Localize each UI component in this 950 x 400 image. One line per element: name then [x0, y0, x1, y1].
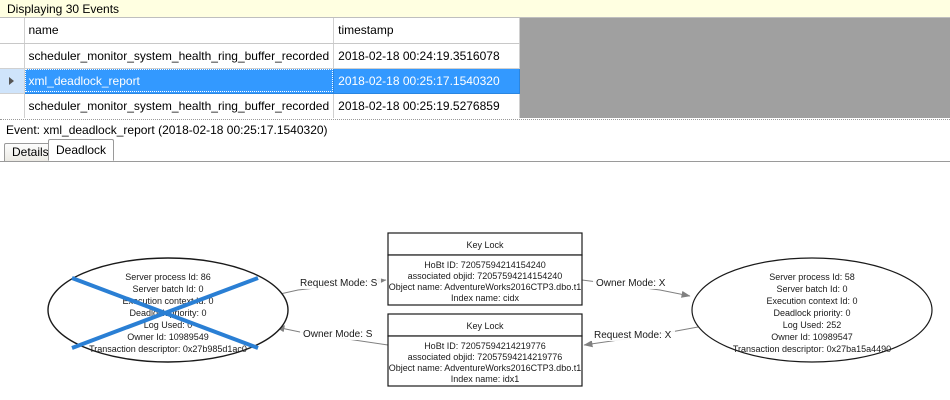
resource-bottom-line-1: associated objid: 72057594214219776 — [408, 352, 563, 362]
process-right-line-5: Owner Id: 10989547 — [771, 332, 853, 342]
process-left-line-1: Server batch Id: 0 — [132, 284, 203, 294]
edge-label-top-owner-text: Owner Mode: X — [596, 278, 666, 289]
edge-label-bottom-request-text: Request Mode: X — [594, 330, 672, 341]
cell-name[interactable]: scheduler_monitor_system_health_ring_buf… — [24, 43, 335, 69]
cell-timestamp[interactable]: 2018-02-18 00:25:17.1540320 — [333, 68, 521, 94]
tab-deadlock[interactable]: Deadlock — [48, 139, 115, 161]
process-node-left[interactable]: Server process Id: 86 Server batch Id: 0… — [47, 257, 289, 363]
process-left-line-4: Log Used: 0 — [144, 320, 193, 330]
edge-label-left-request: Request Mode: S — [297, 276, 381, 289]
resource-bottom-line-0: HoBt ID: 72057594214219776 — [424, 341, 546, 351]
resource-bottom-title: Key Lock — [466, 321, 504, 331]
events-grid[interactable]: name timestamp scheduler_monitor_system_… — [0, 18, 521, 118]
edge-label-top-owner: Owner Mode: X — [593, 276, 673, 289]
row-select-arrow-icon — [9, 77, 15, 86]
cell-name[interactable]: scheduler_monitor_system_health_ring_buf… — [24, 93, 335, 118]
table-row-selected[interactable]: xml_deadlock_report 2018-02-18 00:25:17.… — [0, 68, 521, 94]
column-header-timestamp[interactable]: timestamp — [333, 18, 521, 44]
edge-label-bottom-owner-text: Owner Mode: S — [303, 329, 373, 340]
event-detail-caption: Event: xml_deadlock_report (2018-02-18 0… — [0, 119, 950, 139]
process-right-line-3: Deadlock priority: 0 — [773, 308, 850, 318]
process-node-right-ellipse[interactable] — [691, 257, 933, 363]
row-selector-cell[interactable] — [0, 43, 25, 69]
column-header-name[interactable]: name — [24, 18, 335, 44]
row-selector-cell[interactable] — [0, 68, 25, 94]
process-left-line-6: Transaction descriptor: 0x27b985d1ac0 — [89, 344, 247, 354]
events-grid-header: name timestamp — [0, 18, 521, 44]
cell-name[interactable]: xml_deadlock_report — [24, 68, 335, 94]
resource-node-top[interactable]: Key Lock HoBt ID: 72057594214154240 asso… — [387, 232, 583, 306]
process-right-line-4: Log Used: 252 — [783, 320, 842, 330]
process-left-line-5: Owner Id: 10989549 — [127, 332, 209, 342]
resource-top-line-0: HoBt ID: 72057594214154240 — [424, 260, 546, 270]
process-left-line-2: Execution context Id: 0 — [122, 296, 213, 306]
resource-bottom-line-2: Object name: AdventureWorks2016CTP3.dbo.… — [389, 363, 581, 373]
row-selector-header — [0, 18, 25, 44]
resource-top-line-3: Index name: cidx — [451, 293, 520, 303]
process-left-line-0: Server process Id: 86 — [125, 272, 211, 282]
deadlock-victim-cross-icon — [71, 276, 259, 350]
resource-bottom-line-3: Index name: idx1 — [451, 374, 520, 384]
events-grid-body: scheduler_monitor_system_health_ring_buf… — [0, 43, 521, 118]
events-status-text: Displaying 30 Events — [7, 1, 120, 16]
event-detail-caption-text: Event: xml_deadlock_report (2018-02-18 0… — [6, 122, 328, 137]
events-grid-container[interactable]: name timestamp scheduler_monitor_system_… — [0, 18, 950, 118]
process-node-right[interactable]: Server process Id: 58 Server batch Id: 0… — [691, 257, 933, 363]
process-right-line-0: Server process Id: 58 — [769, 272, 855, 282]
resource-node-bottom[interactable]: Key Lock HoBt ID: 72057594214219776 asso… — [387, 313, 583, 387]
edge-label-bottom-request: Request Mode: X — [591, 328, 675, 341]
cell-timestamp[interactable]: 2018-02-18 00:25:19.5276859 — [333, 93, 521, 118]
edge-label-left-request-text: Request Mode: S — [300, 278, 378, 289]
events-status-bar: Displaying 30 Events — [0, 0, 950, 18]
process-right-line-6: Transaction descriptor: 0x27ba15a4490 — [733, 344, 891, 354]
row-selector-cell[interactable] — [0, 93, 25, 118]
resource-top-line-2: Object name: AdventureWorks2016CTP3.dbo.… — [389, 282, 581, 292]
resource-top-body-box[interactable] — [387, 254, 583, 306]
events-grid-header-row: name timestamp — [0, 18, 521, 44]
resource-top-line-1: associated objid: 72057594214154240 — [408, 271, 563, 281]
edge-label-bottom-owner: Owner Mode: S — [300, 327, 380, 340]
process-right-line-1: Server batch Id: 0 — [776, 284, 847, 294]
deadlock-graph-canvas[interactable]: Request Mode: S Owner Mode: S Owner Mode… — [0, 162, 950, 400]
table-row[interactable]: scheduler_monitor_system_health_ring_buf… — [0, 93, 521, 118]
detail-tabstrip: Details Deadlock — [0, 139, 950, 162]
resource-top-title: Key Lock — [466, 240, 504, 250]
cell-timestamp[interactable]: 2018-02-18 00:24:19.3516078 — [333, 43, 521, 69]
table-row[interactable]: scheduler_monitor_system_health_ring_buf… — [0, 43, 521, 69]
resource-bottom-body-box[interactable] — [387, 335, 583, 387]
process-right-line-2: Execution context Id: 0 — [766, 296, 857, 306]
